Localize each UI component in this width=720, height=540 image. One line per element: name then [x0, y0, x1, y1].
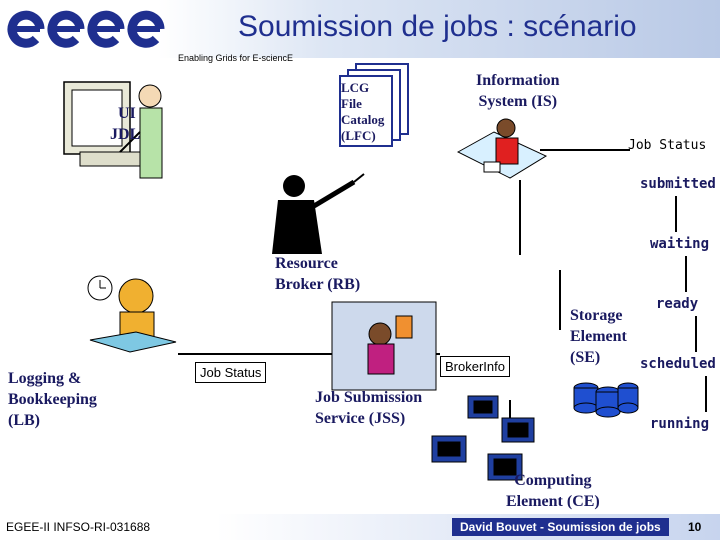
- status-ready: ready: [656, 296, 699, 312]
- lfc-line-1: LCG: [341, 80, 370, 95]
- broker-info-box: BrokerInfo: [440, 356, 510, 377]
- lb-line-2: Bookkeeping: [8, 391, 97, 408]
- jss-line-2: Service (JSS): [315, 410, 406, 427]
- page-title: Soumission de jobs : scénario: [238, 10, 637, 43]
- jss-label: Job Submission Service (JSS): [315, 387, 422, 429]
- egee-logo: [7, 10, 165, 48]
- is-line-2: System (IS): [478, 93, 558, 110]
- lfc-line-3: Catalog: [341, 112, 385, 127]
- ce-line-2: Element (CE): [506, 493, 600, 510]
- se-line-2: Element: [570, 328, 627, 345]
- rb-line-1: Resource: [275, 255, 338, 272]
- computing-element-icon: [431, 395, 535, 481]
- ce-label: Computing Element (CE): [506, 470, 600, 512]
- storage-disks-icon: [573, 382, 639, 418]
- status-waiting: waiting: [650, 236, 710, 252]
- status-submitted: submitted: [640, 176, 716, 192]
- ui-label: UI: [118, 105, 136, 122]
- lfc-line-2: File: [341, 96, 362, 111]
- lfc-label: LCG File Catalog (LFC): [341, 80, 384, 144]
- footer-reference: EGEE-II INFSO-RI-031688: [6, 520, 151, 534]
- rb-label: Resource Broker (RB): [275, 253, 360, 295]
- lb-label: Logging & Bookkeeping (LB): [8, 368, 97, 431]
- tagline: Enabling Grids for E-sciencE: [178, 53, 294, 63]
- lfc-documents-icon: [339, 63, 409, 147]
- jss-figure: [331, 301, 437, 391]
- jss-line-1: Job Submission: [315, 389, 423, 406]
- lb-reader-figure: [87, 275, 177, 353]
- rb-presenter-figure: [272, 173, 365, 254]
- job-status-left: Job Status: [195, 362, 267, 383]
- is-operator-figure: [456, 118, 548, 179]
- se-line-1: Storage: [570, 307, 623, 324]
- job-status-top: Job Status: [628, 138, 707, 153]
- status-ladder: [675, 196, 707, 412]
- ui-user-figure: [63, 81, 163, 179]
- page-number: 10: [688, 520, 702, 534]
- se-label: Storage Element (SE): [570, 305, 627, 368]
- ce-line-1: Computing: [514, 472, 592, 489]
- is-line-1: Information: [476, 72, 560, 89]
- status-scheduled: scheduled: [640, 356, 716, 372]
- jdl-label: JDL: [110, 126, 141, 143]
- lb-line-1: Logging &: [8, 370, 82, 387]
- lb-line-3: (LB): [8, 412, 40, 429]
- footer-author: David Bouvet - Soumission de jobs: [452, 518, 669, 536]
- se-line-3: (SE): [570, 349, 601, 366]
- status-running: running: [650, 416, 710, 432]
- rb-line-2: Broker (RB): [275, 276, 361, 293]
- lfc-line-4: (LFC): [341, 128, 376, 143]
- is-label: Information System (IS): [476, 70, 560, 112]
